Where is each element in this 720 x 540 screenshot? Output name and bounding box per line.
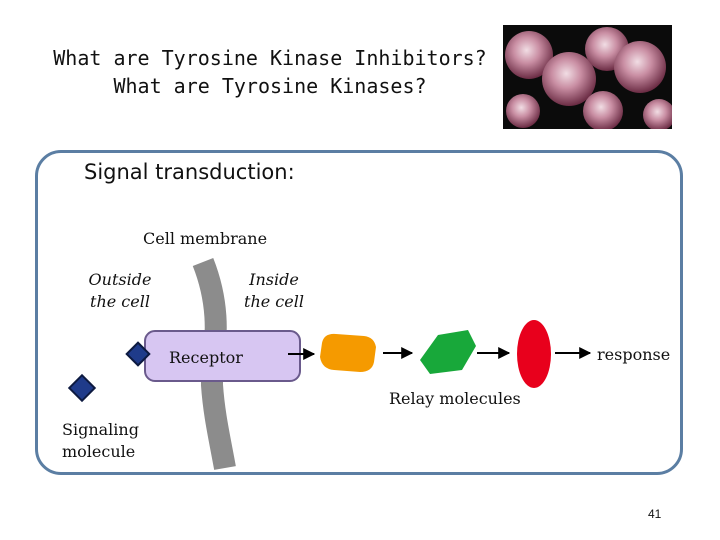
- cell-membrane-label: Cell membrane: [143, 229, 268, 248]
- inside-label-line-2: the cell: [244, 292, 304, 311]
- micrograph-cell: [542, 52, 596, 106]
- relay-molecules-label: Relay molecules: [389, 389, 521, 408]
- receptor-binding-molecule: [125, 341, 151, 367]
- inside-label-line-1: Inside: [249, 270, 299, 289]
- signaling-molecule-label: Signaling molecule: [62, 419, 139, 463]
- response-label: response: [597, 345, 671, 364]
- response-molecule-red: [517, 320, 551, 388]
- micrograph-cell: [506, 94, 540, 128]
- title-line-1: What are Tyrosine Kinase Inhibitors?: [53, 46, 487, 70]
- page-number: 41: [648, 507, 662, 521]
- micrograph-cell: [614, 41, 666, 93]
- section-heading: Signal transduction:: [84, 160, 295, 184]
- micrograph-cell: [583, 91, 623, 129]
- outside-cell-label: Outside the cell: [84, 269, 156, 313]
- title-line-2: What are Tyrosine Kinases?: [113, 74, 427, 98]
- micrograph-cell: [505, 31, 553, 79]
- inside-cell-label: Inside the cell: [238, 269, 310, 313]
- relay-molecule-orange: [320, 333, 376, 372]
- receptor-label: Receptor: [169, 348, 243, 367]
- slide-title: What are Tyrosine Kinase Inhibitors? Wha…: [40, 44, 500, 100]
- outside-label-line-1: Outside: [88, 270, 152, 289]
- signaling-label-line-1: Signaling: [62, 420, 139, 439]
- free-signaling-molecule: [67, 373, 97, 403]
- cell-micrograph-image: [503, 25, 672, 129]
- signal-transduction-panel: [35, 150, 683, 475]
- micrograph-cell: [643, 99, 672, 129]
- signaling-label-line-2: molecule: [62, 442, 136, 461]
- relay-molecule-green: [420, 330, 476, 374]
- outside-label-line-2: the cell: [90, 292, 150, 311]
